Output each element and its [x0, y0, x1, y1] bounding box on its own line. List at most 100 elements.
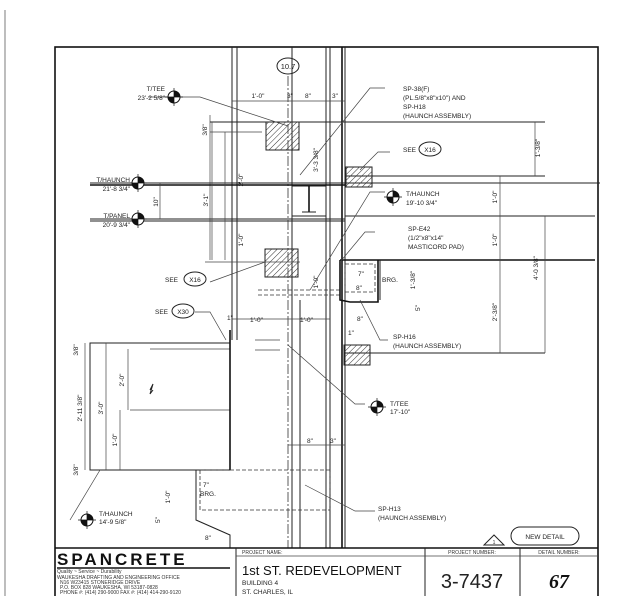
- svg-text:P.O. BOX 828 WAUKESHA, WI 5318: P.O. BOX 828 WAUKESHA, WI 53187-0828: [60, 585, 158, 591]
- svg-text:SEE: SEE: [165, 277, 179, 284]
- leader-lines: [69, 87, 390, 521]
- callout-sp-h13: SP-H13 (HAUNCH ASSEMBLY): [378, 506, 446, 522]
- dim-label: 3/8": [73, 464, 80, 476]
- embed-plate-hatch: [343, 344, 371, 366]
- dim-label: 1'-0": [112, 433, 119, 447]
- dim-label: 1'-0": [492, 233, 499, 247]
- spancrete-logo: SPANCRETE: [57, 550, 188, 569]
- embed-plate-hatch: [345, 166, 373, 188]
- revision-triangle: 1: [482, 534, 506, 546]
- svg-text:20'-9 3/4": 20'-9 3/4": [103, 222, 131, 229]
- dim-label: 1": [348, 330, 355, 337]
- svg-text:X16: X16: [424, 147, 436, 154]
- svg-text:1: 1: [493, 540, 496, 546]
- dim-label: 2'-3/8": [492, 302, 499, 321]
- svg-text:T/PANEL: T/PANEL: [103, 213, 130, 220]
- svg-text:(HAUNCH ASSEMBLY): (HAUNCH ASSEMBLY): [403, 113, 471, 120]
- callout-sp-e42: SP-E42 (1/2"x8"x14" MASTICORD PAD): [408, 226, 464, 251]
- dim-label: 3": [287, 93, 294, 100]
- dim-label: 3'-3 3/8": [313, 147, 320, 171]
- dim-label: 7": [358, 271, 365, 278]
- dim-label: 5": [155, 516, 162, 523]
- bearing-label: BRG.: [200, 491, 216, 498]
- dim-label: 1": [227, 315, 234, 322]
- svg-text:21'-8 3/4": 21'-8 3/4": [103, 186, 131, 193]
- callout-sp-38: SP-38(F) (PL.5/8"x8"x10") AND SP-H18 (HA…: [403, 86, 471, 120]
- svg-text:10.7: 10.7: [281, 62, 296, 71]
- dim-label: 3": [330, 438, 337, 445]
- lower-panel: [89, 330, 331, 548]
- svg-text:BUILDING 4: BUILDING 4: [242, 580, 279, 587]
- dim-label: 5": [415, 304, 422, 311]
- dim-label: 8": [357, 316, 364, 323]
- elevation-marker: T/TEE 17'-10": [367, 397, 411, 417]
- svg-text:(HAUNCH ASSEMBLY): (HAUNCH ASSEMBLY): [378, 515, 446, 522]
- dim-label: 8": [205, 535, 212, 542]
- svg-text:SP-H18: SP-H18: [403, 104, 426, 111]
- svg-text:ST. CHARLES, IL: ST. CHARLES, IL: [242, 589, 293, 596]
- title-block: SPANCRETE Quality ~ Service ~ Durability…: [55, 547, 598, 596]
- dim-label: 1'-0": [313, 275, 320, 289]
- svg-text:T/TEE: T/TEE: [390, 401, 409, 408]
- svg-text:T/HAUNCH: T/HAUNCH: [406, 191, 440, 198]
- dim-label: 10": [153, 197, 160, 207]
- svg-text:T/TEE: T/TEE: [147, 86, 166, 93]
- callout-see-x16-right: SEE X16: [403, 141, 442, 157]
- svg-text:(HAUNCH ASSEMBLY): (HAUNCH ASSEMBLY): [393, 343, 461, 350]
- svg-text:Quality ~ Service ~ Durability: Quality ~ Service ~ Durability: [57, 569, 122, 575]
- elevation-marker: T/PANEL 20'-9 3/4": [103, 209, 148, 229]
- dim-label: 1'-0": [238, 233, 245, 247]
- svg-text:DETAIL NUMBER:: DETAIL NUMBER:: [538, 550, 579, 556]
- dim-label: 1'-0": [300, 317, 314, 324]
- svg-text:SP-H16: SP-H16: [393, 334, 416, 341]
- svg-text:NEW DETAIL: NEW DETAIL: [525, 534, 565, 541]
- svg-text:SP-H13: SP-H13: [378, 506, 401, 513]
- dim-label: 3'-1": [203, 193, 210, 207]
- svg-text:WAUKESHA DRAFTING AND ENGINEER: WAUKESHA DRAFTING AND ENGINEERING OFFICE: [57, 575, 181, 581]
- callout-see-x16-left: SEE X16: [165, 271, 207, 287]
- bearing-label: BRG.: [382, 277, 398, 284]
- dim-label: 1'-3/8": [410, 270, 417, 289]
- dim-label: 3'-0": [98, 401, 105, 415]
- elevation-marker: T/TEE 23'-2 5/8": [138, 86, 184, 107]
- svg-text:23'-2 5/8": 23'-2 5/8": [138, 95, 166, 102]
- dimension-lines: [84, 100, 546, 470]
- dim-label: 1'-0": [165, 490, 172, 504]
- tee-stem: [291, 185, 327, 217]
- svg-text:SP-E42: SP-E42: [408, 226, 431, 233]
- svg-text:SP-38(F): SP-38(F): [403, 86, 429, 93]
- callout-sp-h16: SP-H16 (HAUNCH ASSEMBLY): [393, 334, 461, 350]
- dim-label: 3/8": [202, 124, 209, 136]
- grid-bubble: 10.7: [276, 57, 300, 75]
- dim-label: 4'-0 3/8": [533, 255, 540, 279]
- embed-plate-hatch: [265, 121, 300, 151]
- svg-text:3-7437: 3-7437: [441, 571, 503, 593]
- haunch-middle: [339, 260, 381, 303]
- dim-label: 3": [332, 93, 339, 100]
- svg-text:(1/2"x8"x14": (1/2"x8"x14": [408, 235, 444, 242]
- dim-label: 1'-0": [250, 317, 264, 324]
- svg-text:17'-10": 17'-10": [390, 409, 411, 416]
- column-lines: [209, 47, 346, 548]
- elevation-marker: T/HAUNCH 19'-10 3/4": [383, 187, 440, 207]
- svg-text:1st ST. REDEVELOPMENT: 1st ST. REDEVELOPMENT: [242, 563, 402, 578]
- svg-text:(PL.5/8"x8"x10") AND: (PL.5/8"x8"x10") AND: [403, 95, 466, 102]
- dim-label: 2'-0": [119, 373, 126, 387]
- svg-text:MASTICORD PAD): MASTICORD PAD): [408, 244, 464, 251]
- elevation-marker: T/HAUNCH 14'-9 5/8": [77, 510, 133, 530]
- dim-label: 3/8": [73, 344, 80, 356]
- svg-text:X16: X16: [189, 277, 201, 284]
- svg-text:T/HAUNCH: T/HAUNCH: [96, 177, 130, 184]
- svg-text:T/HAUNCH: T/HAUNCH: [99, 511, 133, 518]
- svg-text:N16 W23415 STONERIDGE DRIVE: N16 W23415 STONERIDGE DRIVE: [60, 580, 141, 586]
- dimension-labels: 1'-0" 3" 8" 3" 3/8" 2'-0" 3'-1" 10" 1'-0…: [73, 93, 542, 542]
- dim-label: 1'-0": [252, 93, 266, 100]
- svg-text:PROJECT NUMBER:: PROJECT NUMBER:: [448, 550, 496, 556]
- dim-label: 2'-0": [238, 173, 245, 187]
- svg-text:SEE: SEE: [155, 309, 169, 316]
- svg-text:PHONE #: (414) 290-9000 FAX: PHONE #: (414) 290-9000 FAX #: (414) 414…: [60, 590, 181, 596]
- elevation-marker: T/HAUNCH 21'-8 3/4": [96, 173, 148, 193]
- svg-text:19'-10 3/4": 19'-10 3/4": [406, 200, 438, 207]
- dim-label: 7": [203, 482, 210, 489]
